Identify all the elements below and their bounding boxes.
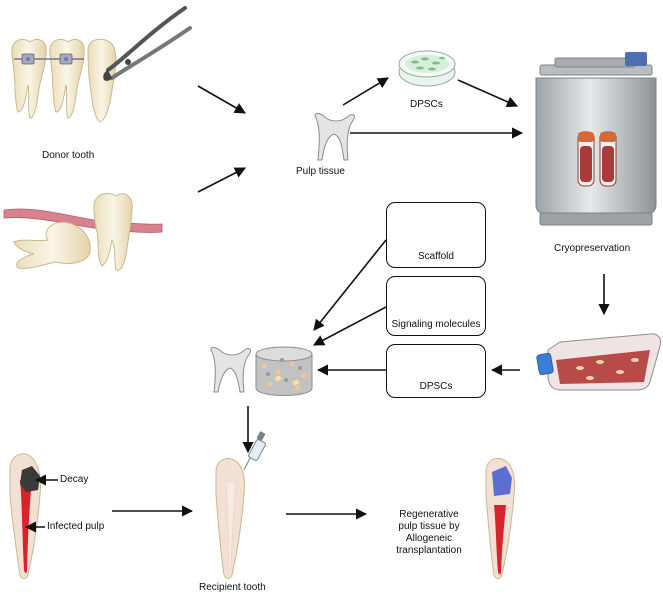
cryopreservation-label: Cryopreservation: [554, 243, 631, 254]
recipient-tooth-label: Recipient tooth: [199, 582, 266, 593]
dpscs-box-label: DPSCs: [419, 381, 453, 392]
combined-pulp-icon: [210, 347, 251, 393]
infected-pulp-label: Infected pulp: [47, 521, 105, 532]
regenerative-line-1: Regenerative: [399, 509, 459, 520]
donor-tooth-label: Donor tooth: [42, 150, 95, 161]
dpscs-top-label: DPSCs: [410, 99, 443, 110]
regenerated-tooth-icon: [485, 458, 515, 580]
signaling-molecules-label: Signaling molecules: [391, 319, 481, 330]
decay-label: Decay: [60, 474, 89, 485]
forceps-icon: [103, 6, 192, 81]
braces-brackets: [14, 53, 84, 65]
arrows: [24, 77, 610, 533]
pulp-tissue-label: Pulp tissue: [296, 166, 345, 177]
scaffold-box: Scaffold: [386, 202, 486, 268]
recipient-tooth-icon: [215, 458, 245, 580]
molar-tooth-1: [11, 38, 47, 119]
syringe-icon: [243, 431, 266, 471]
impacted-molar: [13, 221, 91, 269]
regenerative-line-3: Allogeneic: [405, 533, 453, 544]
culture-flask-icon: [536, 333, 661, 391]
premolar-tooth-extracted: [87, 38, 117, 123]
dpscs-box: DPSCs: [386, 344, 486, 398]
wisdom-teeth-illustration: [3, 193, 163, 271]
cryo-vials: [577, 131, 617, 187]
cryo-tank-icon: [535, 52, 657, 226]
infected-tooth-icon: [9, 453, 41, 580]
donor-teeth-illustration: [11, 6, 192, 123]
combined-scaffold-icon: [255, 346, 313, 396]
erupted-molar: [93, 193, 133, 271]
signaling-molecules-box: Signaling molecules: [386, 276, 486, 336]
pulp-tissue-icon: [314, 113, 355, 161]
regenerative-line-2: pulp tissue by: [398, 521, 460, 532]
regenerative-label: Regenerative pulp tissue by Allogeneic t…: [380, 509, 478, 557]
scaffold-label: Scaffold: [418, 251, 454, 262]
regenerative-line-4: transplantation: [396, 545, 462, 556]
molar-tooth-2: [49, 38, 85, 119]
petri-dish-icon: [398, 50, 456, 87]
